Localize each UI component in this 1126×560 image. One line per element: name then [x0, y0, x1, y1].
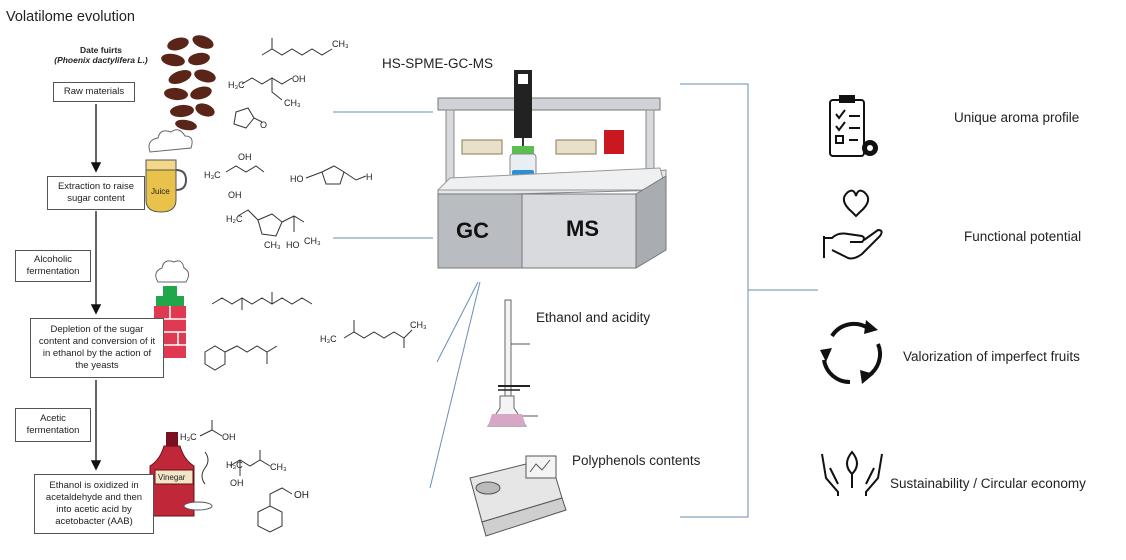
step-extraction: Extraction to raise sugar content: [47, 176, 145, 210]
svg-text:CH₃: CH₃: [304, 236, 321, 246]
juice-label: Juice: [151, 187, 170, 196]
date-caption: Date fuirts (Phoenix dactylifera L.): [46, 45, 156, 65]
svg-text:OH: OH: [238, 152, 252, 162]
plant-hands-icon: [821, 450, 883, 496]
svg-text:H₃C: H₃C: [180, 432, 197, 442]
svg-text:CH₃: CH₃: [264, 240, 281, 250]
heart-hand-icon: [823, 189, 883, 260]
step-acetic-fermentation: Acetic fermentation: [15, 408, 91, 442]
svg-text:CH₃: CH₃: [270, 462, 287, 472]
polyphenols-label: Polyphenols contents: [572, 453, 701, 468]
ethanol-acidity-label: Ethanol and acidity: [536, 310, 651, 325]
date-caption-species: (Phoenix dactylifera L.): [54, 55, 148, 66]
gc-label: GC: [456, 218, 489, 243]
svg-text:CH₃: CH₃: [284, 98, 301, 108]
svg-text:OH: OH: [228, 190, 242, 200]
svg-text:O: O: [260, 120, 267, 130]
svg-text:H₃C: H₃C: [204, 170, 221, 180]
ms-label: MS: [566, 216, 599, 241]
vinegar-bottle-icon: [149, 432, 213, 517]
step-oxidation: Ethanol is oxidized in acetaldehyde and …: [34, 474, 154, 534]
outcome-functional: Functional potential: [964, 229, 1082, 244]
outcome-valorization: Valorization of imperfect fruits: [903, 349, 1080, 364]
gcms-instrument-icon: [436, 70, 667, 269]
chem-structures: [199, 38, 413, 533]
chem-labels: CH₃ H₃C OH CH₃ O OH OH H₃C HO H H₂C CH₃ …: [180, 39, 427, 501]
svg-text:OH: OH: [292, 74, 306, 84]
date-fruits-icon: [161, 35, 216, 131]
recycle-arrows-icon: [822, 321, 882, 385]
spectrometer-icon: [469, 455, 567, 537]
svg-text:CH₃: CH₃: [410, 320, 427, 330]
svg-text:OH: OH: [294, 490, 309, 501]
connector-lines: [333, 83, 818, 518]
diagram-title: Volatilome evolution: [6, 9, 135, 25]
svg-text:HO: HO: [286, 240, 300, 250]
svg-text:H₂C: H₂C: [226, 214, 243, 224]
svg-text:OH: OH: [222, 432, 236, 442]
step-depletion: Depletion of the sugar content and conve…: [30, 318, 164, 378]
svg-text:HO: HO: [290, 174, 304, 184]
step-alcoholic-fermentation: Alcoholic fermentation: [15, 250, 91, 282]
juice-jar-icon: [145, 129, 193, 213]
svg-text:H₃C: H₃C: [320, 334, 337, 344]
svg-text:OH: OH: [230, 478, 244, 488]
date-caption-name: Date fuirts: [79, 45, 123, 55]
svg-text:H₃C: H₃C: [226, 460, 243, 470]
instrument-title: HS-SPME-GC-MS: [382, 56, 493, 71]
checklist-gear-icon: [829, 95, 878, 157]
svg-text:H: H: [366, 172, 373, 182]
step-raw-materials: Raw materials: [53, 82, 135, 102]
recycle-arrowheads: [820, 320, 878, 384]
vinegar-label: Vinegar: [158, 473, 186, 482]
outcome-aroma: Unique aroma profile: [954, 110, 1080, 125]
svg-text:H₃C: H₃C: [228, 80, 245, 90]
svg-text:CH₃: CH₃: [332, 39, 349, 49]
burette-flask-icon: [487, 299, 538, 427]
outcome-sustainability: Sustainability / Circular economy: [890, 476, 1086, 491]
